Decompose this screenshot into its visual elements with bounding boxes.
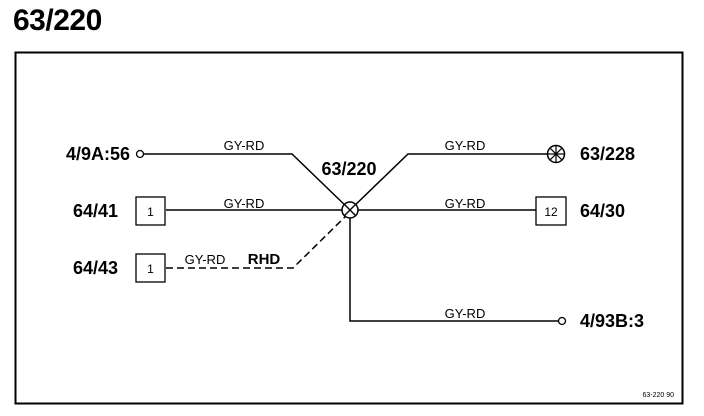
diagram-frame <box>14 51 684 405</box>
reference-code: 63-220 90 <box>642 392 674 399</box>
connector-label-4-93b-3: 4/93B:3 <box>580 311 644 331</box>
connector-pin: 12 <box>544 205 558 219</box>
wire-color-label: GY-RD <box>224 196 265 211</box>
connector-box <box>135 253 166 283</box>
splice-icon <box>341 201 359 219</box>
wire-64-41: GY-RD <box>166 196 342 211</box>
page-title: 63/220 <box>13 4 102 37</box>
wire-color-label: GY-RD <box>185 252 226 267</box>
connector-label-64-41: 64/41 <box>73 201 118 221</box>
wire-color-label: GY-RD <box>445 306 486 321</box>
connector-label-64-43: 64/43 <box>73 258 118 278</box>
wire-64-43-rhd: GY-RD RHD <box>166 211 351 269</box>
wire-4-93b-3: GY-RD <box>349 218 558 322</box>
terminal-icon <box>135 149 145 159</box>
connector-pin: 1 <box>147 262 154 276</box>
connector-label-4-9a-56: 4/9A:56 <box>66 144 130 164</box>
wire-color-label: GY-RD <box>445 196 486 211</box>
wire-color-label: GY-RD <box>224 138 265 153</box>
connector-label-64-30: 64/30 <box>580 201 625 221</box>
ground-point-icon <box>546 144 566 164</box>
wire-color-label: GY-RD <box>445 138 486 153</box>
wire-4-9a-56: GY-RD <box>144 138 351 211</box>
wire-64-30: GY-RD <box>358 196 536 211</box>
wire-63-228: GY-RD <box>349 138 548 211</box>
rhd-label: RHD <box>248 251 281 268</box>
terminal-icon <box>557 316 567 326</box>
splice-label: 63/220 <box>321 159 376 179</box>
connector-label-63-228: 63/228 <box>580 144 635 164</box>
connector-box <box>135 196 166 226</box>
connector-pin: 1 <box>147 205 154 219</box>
connector-box <box>535 196 567 226</box>
